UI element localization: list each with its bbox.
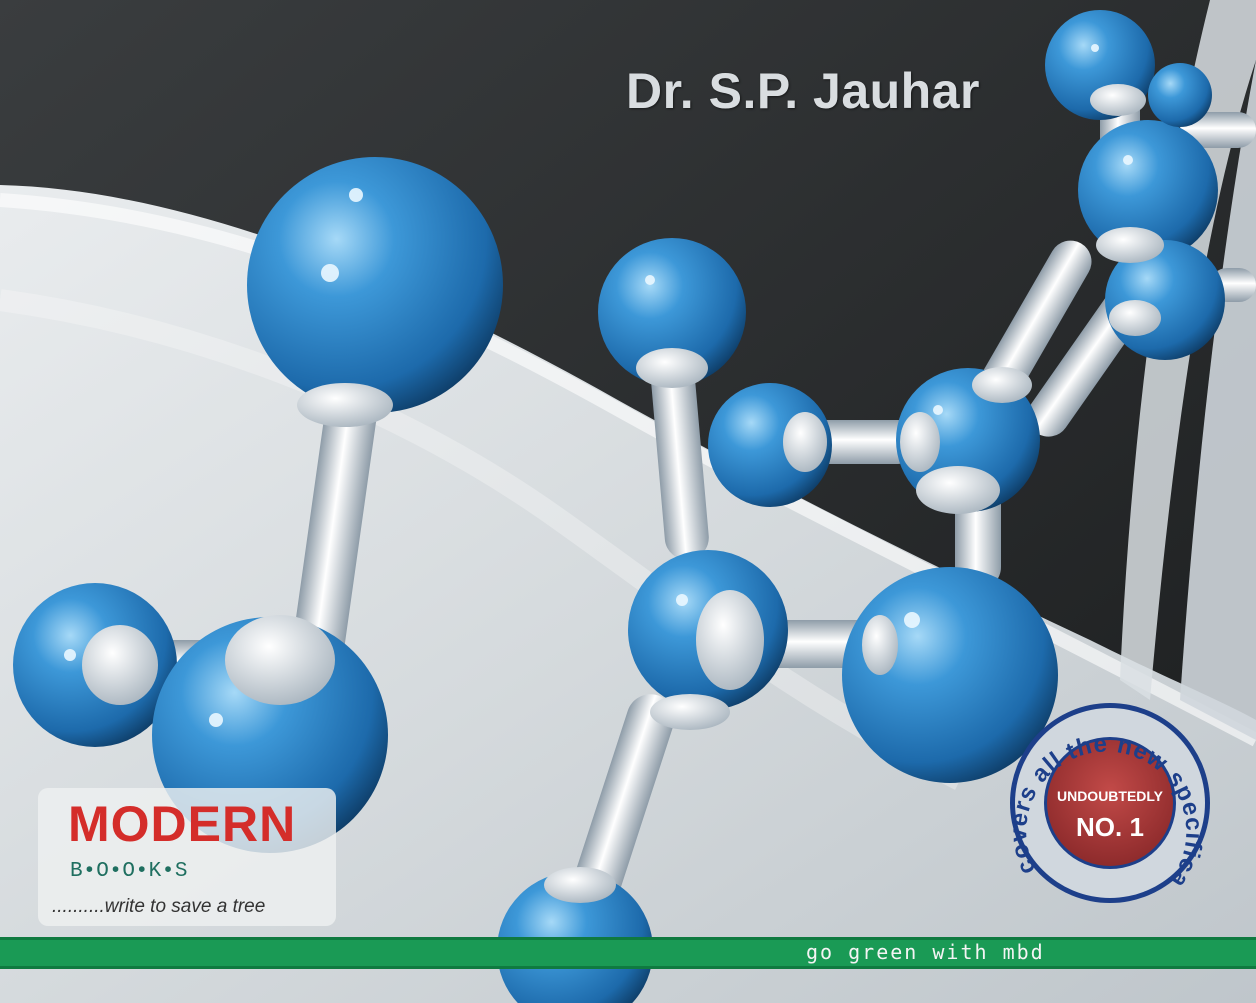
logo-name: MODERN	[68, 796, 297, 852]
molecule-joints	[82, 84, 1164, 903]
band-text: go green with mbd	[806, 940, 1045, 964]
logo-sub: B•O•O•K•S	[70, 860, 188, 883]
badge-line2: NO. 1	[1076, 812, 1144, 842]
highlights	[64, 44, 1133, 727]
logo-tagline: ..........write to save a tree	[52, 896, 266, 917]
badge-line1: UNDOUBTEDLY	[1057, 788, 1164, 804]
green-band	[0, 937, 1256, 969]
publisher-logo: MODERN B•O•O•K•S ..........write to save…	[38, 788, 336, 926]
author-name: Dr. S.P. Jauhar	[626, 63, 980, 119]
